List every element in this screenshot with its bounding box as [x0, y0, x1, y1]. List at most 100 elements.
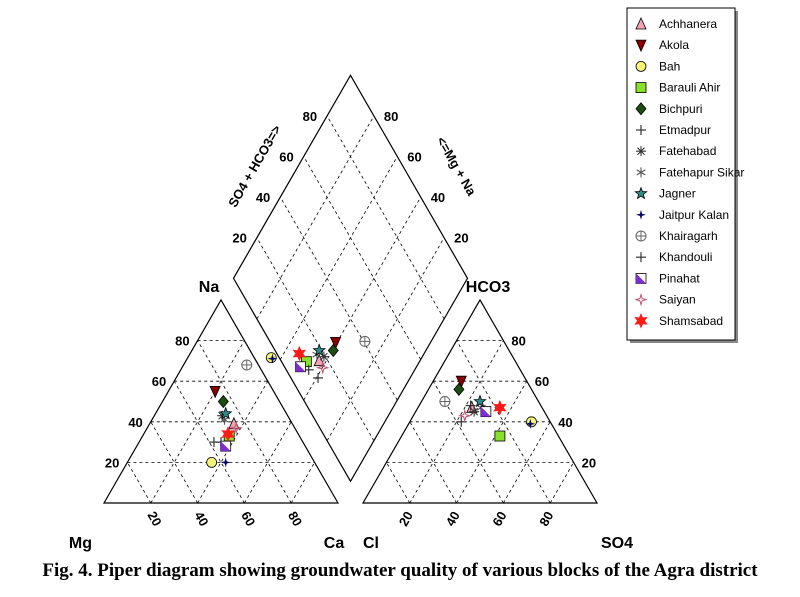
diamond-left-label: SO4 + HCO3=> [225, 122, 284, 210]
legend-marker [636, 146, 646, 157]
cation-grid [127, 462, 152, 504]
diamond [232, 74, 469, 483]
cation-point [208, 437, 219, 448]
cation-triangle [102, 298, 340, 504]
cation-point [218, 406, 233, 420]
cation-grid [150, 421, 198, 504]
figure-caption: Fig. 4. Piper diagram showing groundwate… [42, 560, 758, 581]
tick-label: 20 [105, 455, 119, 470]
tick-label: 60 [238, 509, 258, 529]
cation-point [217, 394, 229, 409]
tick-label: 60 [279, 150, 293, 165]
diamond-point [329, 337, 342, 350]
tick-label: 40 [431, 190, 445, 205]
legend-label: Bah [659, 59, 680, 73]
legend-marker [634, 313, 648, 329]
tick-label: 60 [489, 509, 509, 529]
cation-grid [150, 340, 245, 504]
anion-point [525, 418, 536, 429]
legend-label: Pinahat [659, 271, 700, 285]
legend-marker [635, 272, 647, 284]
anion-triangle [361, 298, 599, 504]
diamond-point [359, 335, 371, 347]
tick-label: 40 [256, 190, 270, 205]
legend-label: Jagner [659, 187, 696, 201]
legend-marker [635, 61, 647, 72]
anion-point [526, 416, 537, 428]
cation-point [241, 359, 253, 371]
diamond-grid [326, 237, 445, 441]
legend-label: Saiyan [659, 293, 696, 307]
corner-label-so4: SO4 [601, 535, 633, 552]
anion-grid [409, 421, 457, 504]
diamond-grid [326, 115, 445, 320]
legend-marker [634, 186, 648, 200]
anion-grid [456, 340, 551, 504]
corner-label-mg: Mg [69, 535, 92, 552]
legend-marker [635, 230, 647, 242]
tick-label: 60 [152, 374, 166, 389]
diamond-grid [303, 156, 422, 360]
tick-label: 60 [407, 150, 421, 165]
data-points [206, 335, 537, 468]
anion-point [473, 394, 487, 408]
outlines [102, 74, 599, 504]
legend-marker [636, 167, 646, 178]
legend-label: Etmadpur [659, 123, 711, 137]
tick-label: 20 [232, 231, 246, 246]
anion-point [494, 430, 506, 442]
anion-point [458, 408, 472, 423]
grid [127, 115, 574, 504]
legend-label: Fatehapur Sikar [659, 165, 744, 179]
anion-point [455, 375, 467, 389]
diamond-point [295, 361, 306, 373]
corner-label-na: Na [199, 279, 220, 296]
anion-grid [456, 381, 528, 504]
tick-label: 80 [384, 109, 398, 124]
cation-grid [290, 462, 315, 504]
tick-label: 20 [454, 231, 468, 246]
diamond-grid [279, 156, 398, 360]
tick-label: 80 [536, 509, 556, 529]
tick-label: 40 [191, 509, 211, 529]
legend-marker [635, 39, 647, 53]
anion-grid [549, 462, 574, 504]
diamond-grid [256, 237, 375, 441]
anion-point [493, 399, 507, 416]
tick-label: 40 [443, 509, 463, 529]
anion-grid [386, 462, 411, 504]
anion-grid [503, 421, 551, 504]
corner-label-hco3: HCO3 [466, 279, 511, 296]
cation-point [209, 385, 221, 399]
diamond-point [292, 345, 307, 362]
tick-label: 20 [396, 509, 416, 529]
diamond-point [313, 372, 324, 383]
anion-grid [409, 340, 504, 504]
diamond-point [327, 343, 339, 358]
tick-label: 80 [285, 509, 305, 529]
legend-label: Barauli Ahir [659, 81, 720, 95]
legend-label: Fatehabad [659, 144, 716, 158]
tick-label: 40 [558, 415, 572, 430]
corner-label-cl: Cl [363, 535, 379, 552]
cation-point [220, 457, 231, 468]
legend-label: Khandouli [659, 250, 712, 264]
legend-label: Khairagarh [659, 229, 718, 243]
legend-marker [635, 82, 647, 93]
legend-marker [634, 292, 648, 307]
legend-label: Shamsabad [659, 314, 723, 328]
tick-label: 80 [175, 334, 189, 349]
cation-grid [197, 340, 292, 504]
legend-marker [636, 252, 646, 263]
diamond-point [315, 360, 330, 375]
legend-label: Jaitpur Kalan [659, 208, 729, 222]
tick-label: 20 [145, 509, 165, 529]
anion-point [480, 406, 492, 418]
cation-grid [197, 381, 269, 504]
cation-point [221, 426, 235, 442]
cation-point [229, 421, 243, 435]
tick-label: 80 [303, 109, 317, 124]
anion-point [453, 382, 465, 396]
